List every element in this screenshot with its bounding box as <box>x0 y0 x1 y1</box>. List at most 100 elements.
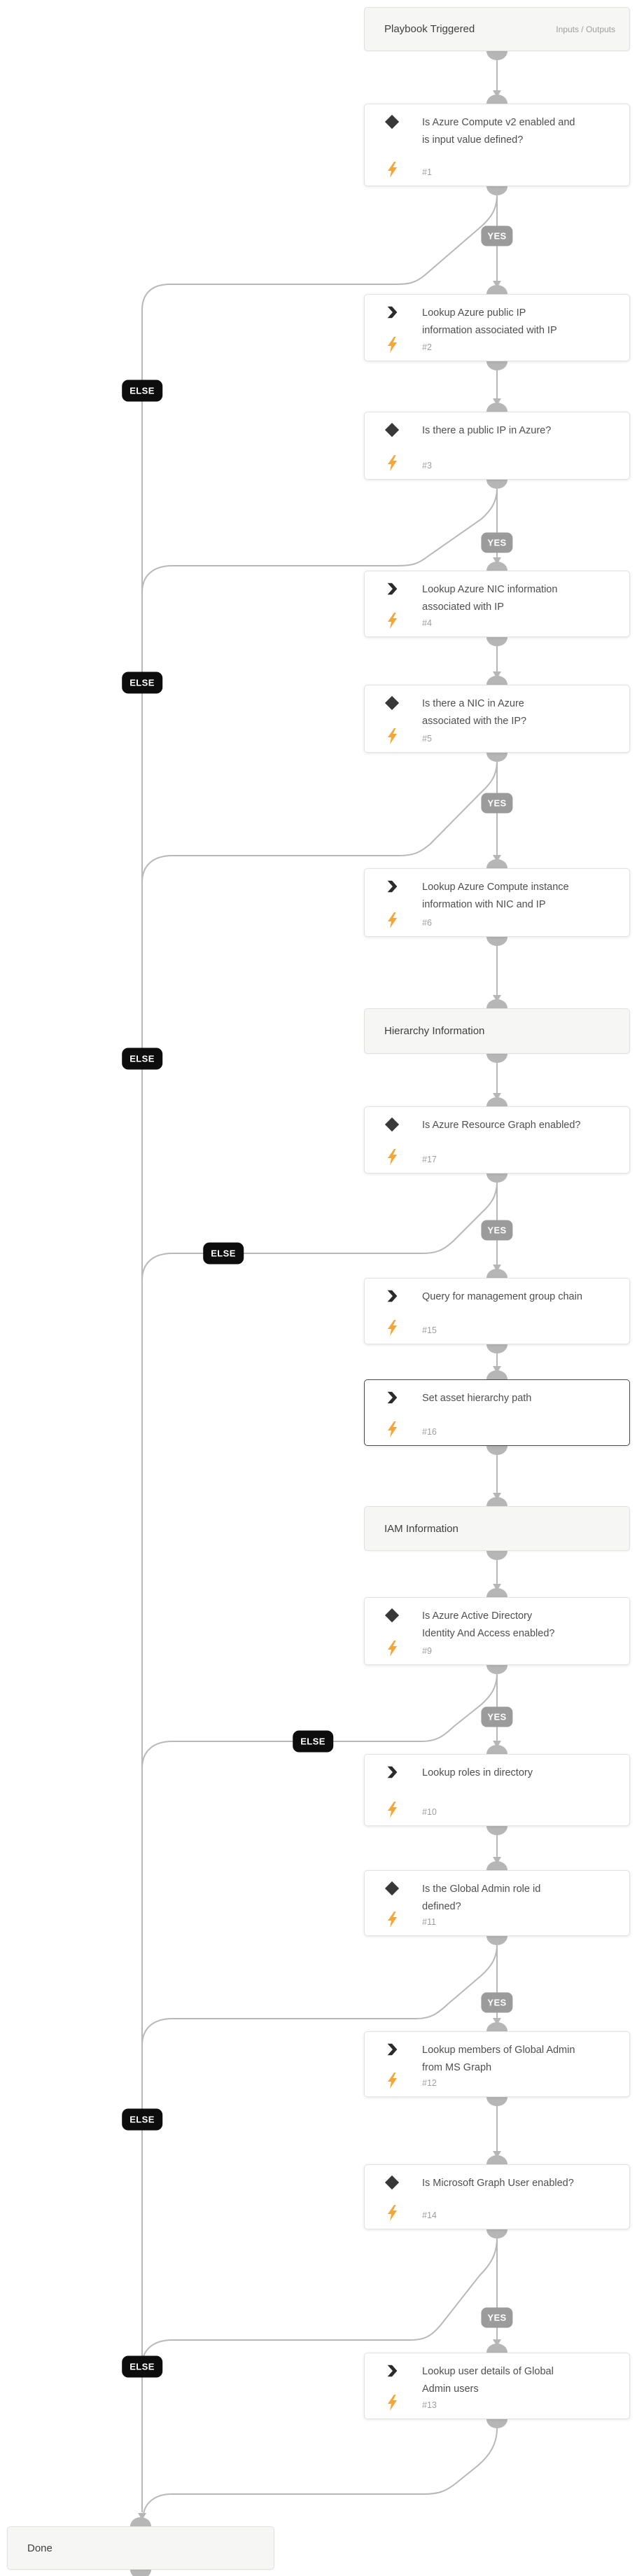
node-title-line: Lookup user details of Global <box>422 2366 554 2377</box>
playbook-trigger-block-label: Playbook Triggered <box>384 23 475 35</box>
decision-node-3-number: #3 <box>422 461 432 471</box>
action-node-4[interactable]: Lookup Azure NIC information associated w… <box>364 571 630 637</box>
action-node-16-number: #16 <box>422 1427 437 1437</box>
lightning-icon <box>386 1641 398 1657</box>
decision-node-3-text: Is there a public IP in Azure? #3 <box>405 422 618 471</box>
lightning-icon <box>386 1149 398 1165</box>
action-node-4-number: #4 <box>422 618 432 628</box>
action-node-16-text: Set asset hierarchy path #16 <box>405 1390 618 1437</box>
action-node-15[interactable]: Query for management group chain#15 <box>364 1278 630 1344</box>
lightning-icon <box>386 1421 398 1437</box>
section-header-hierarchy-label: Hierarchy Information <box>384 1025 485 1037</box>
decision-node-17-title: Is Azure Resource Graph enabled? <box>422 1117 618 1134</box>
yes-badge: YES <box>481 1220 513 1241</box>
done-block[interactable]: Done <box>7 2526 274 2570</box>
node-title-line: Identity And Access enabled? <box>422 1628 555 1639</box>
action-node-4-title: Lookup Azure NIC information associated w… <box>422 581 618 616</box>
decision-node-3[interactable]: Is there a public IP in Azure? #3 <box>364 412 630 480</box>
lightning-icon <box>386 2395 398 2411</box>
node-title-line: associated with IP <box>422 601 504 613</box>
action-node-2-title: Lookup Azure public IP information associ… <box>422 305 618 340</box>
action-chevron-icon <box>384 305 400 320</box>
node-title-line: Lookup Azure public IP <box>422 307 526 319</box>
lightning-icon <box>386 1320 398 1336</box>
lightning-icon <box>386 455 398 471</box>
action-node-2[interactable]: Lookup Azure public IP information associ… <box>364 294 630 361</box>
section-header-iam-label: IAM Information <box>384 1522 458 1535</box>
decision-node-1-title: Is Azure Compute v2 enabled and is input … <box>422 114 618 149</box>
action-chevron-icon <box>384 1390 400 1405</box>
action-chevron-icon <box>384 1288 400 1304</box>
decision-diamond-icon <box>384 695 400 711</box>
node-title-line: Is there a public IP in Azure? <box>422 425 552 436</box>
decision-node-9-number: #9 <box>422 1646 432 1656</box>
action-node-12-title: Lookup members of Global Admin from MS Gr… <box>422 2042 618 2077</box>
decision-node-17-text: Is Azure Resource Graph enabled? #17 <box>405 1117 618 1165</box>
decision-node-14-number: #14 <box>422 2211 437 2220</box>
decision-node-14-text: Is Microsoft Graph User enabled?#14 <box>405 2175 618 2221</box>
action-node-2-number: #2 <box>422 342 432 352</box>
action-node-13-number: #13 <box>422 2400 437 2410</box>
decision-node-17[interactable]: Is Azure Resource Graph enabled? #17 <box>364 1106 630 1174</box>
node-title-line: information associated with IP <box>422 325 557 336</box>
action-node-12[interactable]: Lookup members of Global Admin from MS Gr… <box>364 2031 630 2097</box>
decision-node-3-title: Is there a public IP in Azure? <box>422 422 618 440</box>
node-title-line: Is Azure Resource Graph enabled? <box>422 1120 581 1131</box>
decision-node-1[interactable]: Is Azure Compute v2 enabled and is input … <box>364 104 630 186</box>
decision-node-3-icons <box>379 422 405 471</box>
lightning-icon <box>386 912 398 928</box>
action-node-10[interactable]: Lookup roles in directory#10 <box>364 1754 630 1826</box>
action-node-2-text: Lookup Azure public IP information associ… <box>405 305 618 353</box>
action-node-12-text: Lookup members of Global Admin from MS Gr… <box>405 2042 618 2089</box>
action-node-15-text: Query for management group chain#15 <box>405 1288 618 1336</box>
action-chevron-icon <box>384 879 400 894</box>
playbook-trigger-block[interactable]: Playbook Triggered Inputs / Outputs <box>364 7 630 51</box>
decision-node-14[interactable]: Is Microsoft Graph User enabled?#14 <box>364 2164 630 2229</box>
action-node-12-icons <box>379 2042 405 2089</box>
node-title-line: associated with the IP? <box>422 716 527 727</box>
section-header-hierarchy[interactable]: Hierarchy Information <box>364 1008 630 1054</box>
decision-node-11-icons <box>379 1881 405 1928</box>
decision-node-1-icons <box>379 114 405 178</box>
decision-node-17-number: #17 <box>422 1155 437 1164</box>
node-title-line: Lookup members of Global Admin <box>422 2045 575 2056</box>
action-node-16[interactable]: Set asset hierarchy path #16 <box>364 1379 630 1446</box>
action-node-10-title: Lookup roles in directory <box>422 1764 618 1782</box>
node-title-line: Is Azure Compute v2 enabled and <box>422 117 575 128</box>
lightning-icon <box>386 613 398 629</box>
node-title-line: Lookup roles in directory <box>422 1767 533 1778</box>
else-badge: ELSE <box>203 1242 244 1265</box>
decision-diamond-icon <box>384 114 400 130</box>
action-node-6-icons <box>379 879 405 928</box>
action-node-12-number: #12 <box>422 2078 437 2088</box>
else-badge: ELSE <box>122 2108 162 2131</box>
node-title-line: Set asset hierarchy path <box>422 1393 532 1404</box>
yes-badge: YES <box>481 225 513 246</box>
action-node-10-text: Lookup roles in directory#10 <box>405 1764 618 1818</box>
else-badge: ELSE <box>122 671 162 694</box>
decision-node-1-number: #1 <box>422 167 432 177</box>
lightning-icon <box>386 1802 398 1818</box>
action-node-2-icons <box>379 305 405 353</box>
action-node-13-icons <box>379 2363 405 2411</box>
action-node-15-icons <box>379 1288 405 1336</box>
section-header-iam[interactable]: IAM Information <box>364 1506 630 1551</box>
inputs-outputs-label: Inputs / Outputs <box>556 24 615 34</box>
decision-node-1-text: Is Azure Compute v2 enabled and is input … <box>405 114 618 178</box>
action-node-16-title: Set asset hierarchy path <box>422 1390 618 1407</box>
action-chevron-icon <box>384 2363 400 2379</box>
node-title-line: from MS Graph <box>422 2062 492 2073</box>
node-title-line: Query for management group chain <box>422 1291 582 1302</box>
node-title-line: Lookup Azure NIC information <box>422 584 558 595</box>
node-title-line: is input value defined? <box>422 134 524 146</box>
